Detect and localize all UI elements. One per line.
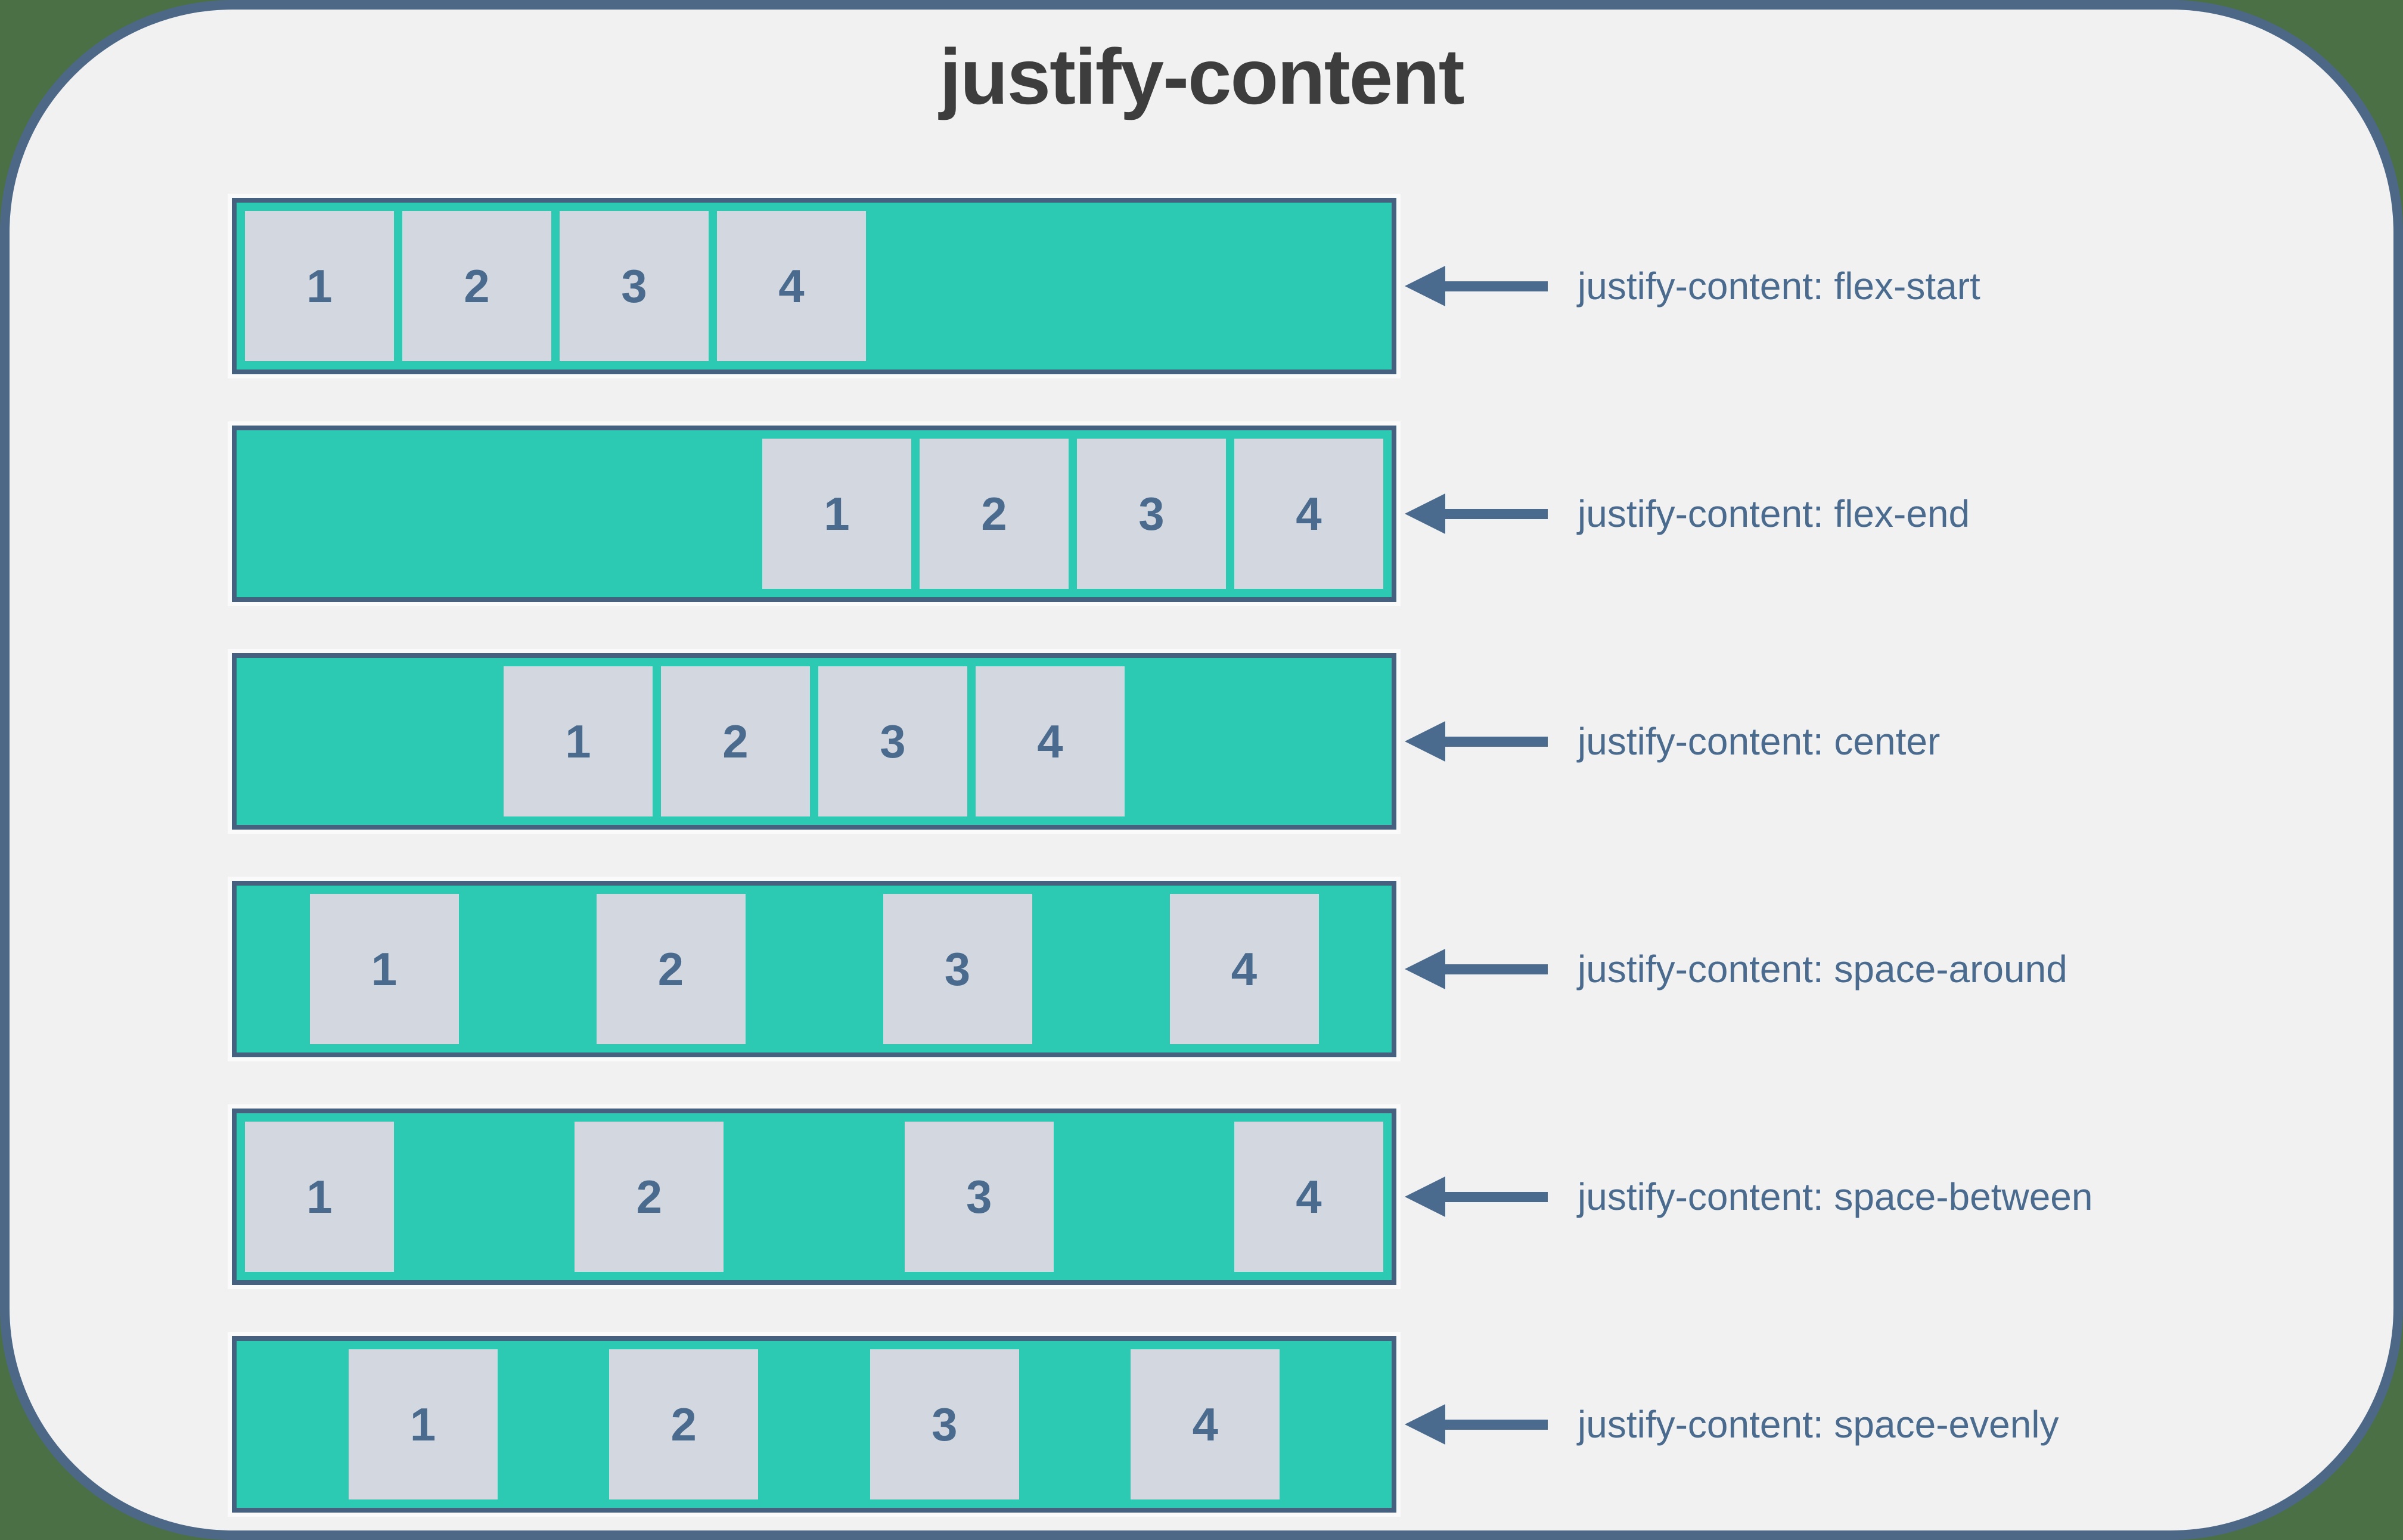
flex-item-box: 2 — [575, 1122, 724, 1272]
flex-item-box: 1 — [504, 666, 653, 816]
flex-item-box: 3 — [560, 211, 709, 361]
flex-item-box: 3 — [1077, 439, 1226, 589]
flex-item-box: 1 — [245, 211, 394, 361]
arrow-left-icon — [1405, 1176, 1548, 1217]
row-label: justify-content: space-evenly — [1578, 1403, 2059, 1446]
flex-item-box: 4 — [717, 211, 866, 361]
flex-item-box: 2 — [596, 894, 746, 1044]
flex-item-box: 2 — [609, 1349, 759, 1499]
arrow-left-icon — [1405, 266, 1548, 306]
page-title: justify-content — [939, 33, 1464, 120]
flex-item-box: 4 — [1234, 1122, 1383, 1272]
flex-item-box: 1 — [245, 1122, 394, 1272]
flex-item-box: 4 — [1169, 894, 1319, 1044]
flex-item-box: 3 — [883, 894, 1032, 1044]
flex-item-box: 2 — [661, 666, 810, 816]
row-label: justify-content: space-between — [1578, 1175, 2093, 1218]
arrow-left-icon — [1405, 721, 1548, 762]
flex-item-box: 4 — [1131, 1349, 1280, 1499]
row-label: justify-content: flex-end — [1578, 492, 1970, 535]
flex-item-box: 2 — [920, 439, 1069, 589]
flex-item-box: 3 — [870, 1349, 1019, 1499]
flex-item-box: 3 — [904, 1122, 1054, 1272]
row-label: justify-content: flex-start — [1578, 265, 1980, 308]
arrow-left-icon — [1405, 949, 1548, 989]
flex-item-box: 1 — [309, 894, 459, 1044]
row-space-between: 1 2 3 4 justify-content: space-between — [232, 1109, 2092, 1285]
flex-item-box: 1 — [762, 439, 911, 589]
flex-item-box: 4 — [976, 666, 1125, 816]
flex-item-box: 1 — [348, 1349, 498, 1499]
row-label: justify-content: center — [1578, 720, 1941, 763]
arrow-left-icon — [1405, 1404, 1548, 1445]
arrow-left-icon — [1405, 493, 1548, 534]
flex-item-box: 2 — [402, 211, 551, 361]
flex-container-space-between: 1 2 3 4 — [232, 1109, 1396, 1285]
flex-item-box: 4 — [1234, 439, 1383, 589]
row-label: justify-content: space-around — [1578, 948, 2067, 991]
flex-item-box: 3 — [818, 666, 967, 816]
